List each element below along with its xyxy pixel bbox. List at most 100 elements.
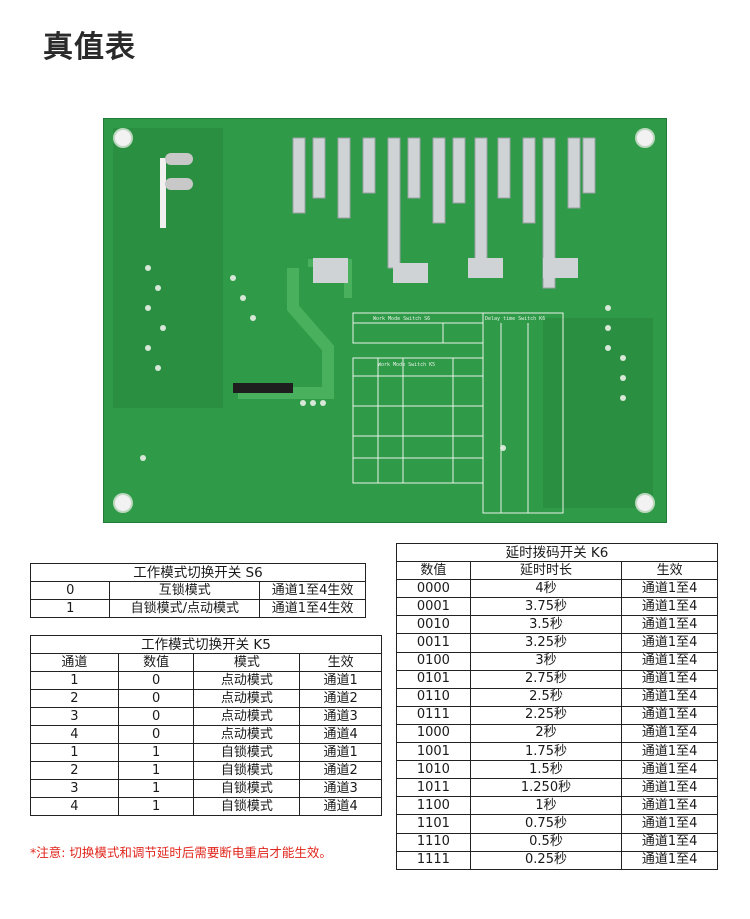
- k5-row-cell: 1: [117, 743, 195, 762]
- k6-row-cell: 通道1至4: [621, 597, 718, 617]
- s6-row-cell: 0: [29, 581, 111, 600]
- column-header: 数值: [117, 653, 195, 672]
- k6-row-cell: 通道1至4: [621, 850, 718, 870]
- column-header: 通道: [30, 653, 119, 672]
- k6-row-cell: 3.75秒: [469, 597, 623, 617]
- k5-row-cell: 0: [117, 689, 195, 708]
- k5-row-cell: 自锁模式: [193, 797, 301, 816]
- k5-row-cell: 2: [30, 761, 119, 780]
- k5-row-cell: 1: [30, 671, 119, 690]
- k5-row-cell: 点动模式: [193, 707, 301, 726]
- k6-row-cell: 3.25秒: [469, 633, 623, 653]
- k6-row-cell: 通道1至4: [621, 705, 718, 725]
- k6-row-cell: 4秒: [469, 579, 623, 599]
- k5-row-cell: 点动模式: [193, 671, 301, 690]
- k6-row-cell: 通道1至4: [621, 723, 718, 744]
- column-header: 延时时长: [469, 561, 623, 581]
- k6-row-cell: 1110: [396, 832, 471, 852]
- k6-row-cell: 通道1至4: [621, 669, 718, 689]
- k6-row-cell: 1.250秒: [469, 778, 623, 798]
- k5-row-cell: 2: [30, 689, 119, 708]
- k6-row-cell: 0011: [396, 633, 471, 653]
- k6-row-cell: 1.75秒: [469, 742, 623, 762]
- k6-row-cell: 1100: [396, 796, 471, 816]
- k6-row-cell: 1101: [396, 814, 471, 834]
- k6-row-cell: 2秒: [469, 723, 623, 744]
- k5-row-cell: 通道4: [299, 725, 382, 744]
- k6-row-cell: 3.5秒: [469, 615, 623, 635]
- k5-row-cell: 1: [117, 797, 195, 816]
- k6-row-cell: 0001: [396, 597, 471, 617]
- k6-row-cell: 通道1至4: [621, 633, 718, 653]
- k6-row-cell: 0.5秒: [469, 832, 623, 852]
- k6-row-cell: 1.5秒: [469, 760, 623, 780]
- k5-header-row: 通道数值模式生效: [30, 653, 382, 672]
- page-title: 真值表: [43, 30, 136, 65]
- k5-row-cell: 0: [117, 671, 195, 690]
- k6-row-cell: 0.75秒: [469, 814, 623, 834]
- k6-row-cell: 0000: [396, 579, 471, 599]
- k5-row-cell: 0: [117, 725, 195, 744]
- k5-row-cell: 4: [30, 725, 119, 744]
- k5-row-cell: 通道1: [299, 743, 382, 762]
- k5-row-cell: 通道4: [299, 797, 382, 816]
- k6-row-cell: 通道1至4: [621, 651, 718, 671]
- k6-row-cell: 0.25秒: [469, 850, 623, 870]
- k5-row-cell: 自锁模式: [193, 779, 301, 798]
- k6-row-cell: 通道1至4: [621, 778, 718, 798]
- k6-row-cell: 0111: [396, 705, 471, 725]
- k6-row-cell: 1011: [396, 778, 471, 798]
- k6-row-cell: 通道1至4: [621, 615, 718, 635]
- k6-caption: 延时拨码开关 K6: [396, 542, 718, 563]
- k6-row-cell: 通道1至4: [621, 742, 718, 762]
- k6-row-cell: 0010: [396, 615, 471, 635]
- k6-row-cell: 1秒: [469, 796, 623, 816]
- k5-row-cell: 1: [117, 761, 195, 780]
- k5-row-cell: 通道2: [299, 761, 382, 780]
- note-text: *注意: 切换模式和调节延时后需要断电重启才能生效。: [30, 845, 332, 860]
- k5-row-cell: 1: [30, 743, 119, 762]
- k6-row-cell: 1000: [396, 723, 471, 744]
- k5-row-cell: 3: [30, 707, 119, 726]
- s6-row-cell: 互锁模式: [109, 581, 261, 600]
- k5-row-cell: 通道1: [299, 671, 382, 690]
- k5-row-cell: 通道3: [299, 707, 382, 726]
- s6-row-cell: 通道1至4生效: [259, 581, 366, 600]
- k5-row-cell: 点动模式: [193, 689, 301, 708]
- k6-row-cell: 2.25秒: [469, 705, 623, 725]
- k6-row-cell: 2.75秒: [469, 669, 623, 689]
- k6-row-cell: 3秒: [469, 651, 623, 671]
- k6-row-cell: 1001: [396, 742, 471, 762]
- k5-row-cell: 点动模式: [193, 725, 301, 744]
- k6-row-cell: 通道1至4: [621, 687, 718, 707]
- pcb-board-image: Work Mode Switch S6 Work Mode Switch K5 …: [103, 118, 667, 523]
- k6-row-cell: 通道1至4: [621, 832, 718, 852]
- k6-row-cell: 0100: [396, 651, 471, 671]
- k6-row-cell: 通道1至4: [621, 760, 718, 780]
- k6-row-cell: 1010: [396, 760, 471, 780]
